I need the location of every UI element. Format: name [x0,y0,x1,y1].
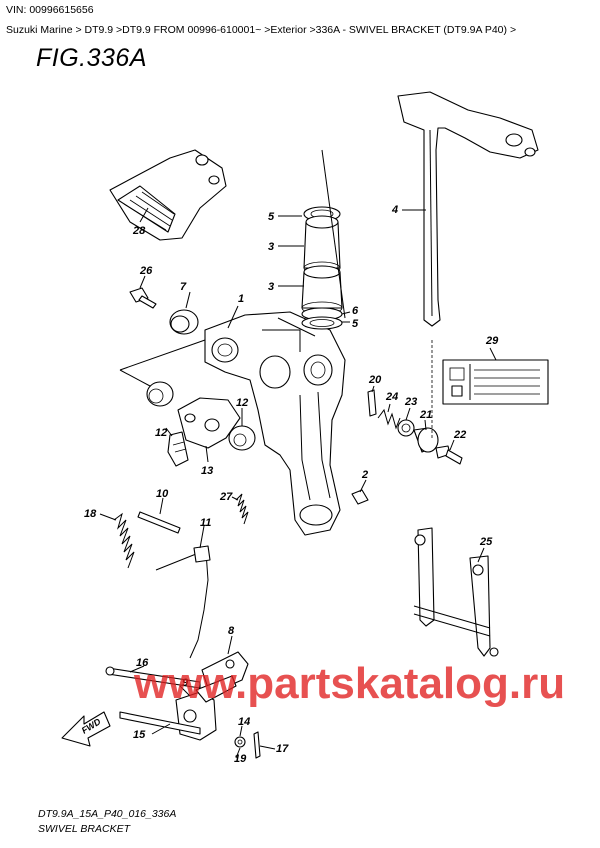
callout-15[interactable]: 15 [133,729,146,741]
part-13-plate[interactable] [177,397,241,449]
figure-caption: SWIVEL BRACKET [38,823,130,835]
callout-17[interactable]: 17 [276,743,289,755]
part-19-washer[interactable] [234,736,246,748]
part-10-pin[interactable] [137,511,181,534]
vin-label: VIN: 00996615656 [6,4,94,16]
callout-27[interactable]: 27 [219,491,233,503]
part-24-spring[interactable] [377,408,401,430]
part-3-lower-bushing[interactable] [301,265,343,315]
callout-5-lower[interactable]: 5 [352,318,359,330]
part-29-caution-label[interactable] [442,359,549,405]
fwd-arrow-icon: FWD [61,711,111,747]
callout-23[interactable]: 23 [404,396,417,408]
callout-13[interactable]: 13 [201,465,213,477]
breadcrumb[interactable]: Suzuki Marine > DT9.9 >DT9.9 FROM 00996-… [6,24,517,36]
part-11-tilt-rod[interactable] [155,545,211,659]
callout-12-left[interactable]: 12 [155,427,167,439]
callout-9[interactable]: 9 [182,677,189,689]
callout-7[interactable]: 7 [180,281,187,293]
part-1-swivel-bracket[interactable] [204,311,346,536]
callout-4[interactable]: 4 [391,204,398,216]
callout-2[interactable]: 2 [361,469,368,481]
callout-3-upper[interactable]: 3 [268,241,274,253]
part-23-washer[interactable] [397,419,415,437]
callout-6[interactable]: 6 [352,305,359,317]
callout-18[interactable]: 18 [84,508,97,520]
watermark: www.partskatalog.ru [133,659,565,708]
callout-1[interactable]: 1 [238,293,244,305]
callout-26[interactable]: 26 [139,265,153,277]
callout-29[interactable]: 29 [485,335,499,347]
callout-16[interactable]: 16 [136,657,149,669]
callout-3-lower[interactable]: 3 [268,281,274,293]
callout-19[interactable]: 19 [234,753,247,765]
part-18-spring[interactable] [113,512,135,569]
part-17-pin[interactable] [253,731,261,759]
callout-14[interactable]: 14 [238,716,250,728]
part-25-reverse-lock[interactable] [413,527,499,657]
leader-lines [99,149,497,759]
callout-24[interactable]: 24 [385,391,398,403]
callout-12-right[interactable]: 12 [236,397,248,409]
callout-22[interactable]: 22 [453,429,466,441]
part-12-bushing-right[interactable] [228,425,256,451]
callout-21[interactable]: 21 [419,409,432,421]
part-5-lower-washer[interactable] [301,316,343,330]
part-4-steering-shaft[interactable] [397,91,539,327]
part-3-upper-bushing[interactable] [303,215,341,275]
part-9-lever-arm[interactable] [195,675,237,703]
callout-8[interactable]: 8 [228,625,235,637]
callout-11[interactable]: 11 [200,517,211,529]
figure-title: FIG.336A [36,44,147,72]
part-21-knob[interactable] [413,427,439,453]
callout-labels: 28 26 7 1 5 3 3 6 5 4 29 20 24 23 21 22 … [84,204,499,765]
drawing-code: DT9.9A_15A_P40_016_336A [38,808,177,820]
part-15-rod[interactable] [119,711,201,735]
part-2-bolt[interactable] [351,489,369,505]
callout-28[interactable]: 28 [132,225,146,237]
callout-20[interactable]: 20 [368,374,382,386]
part-7-bushing[interactable] [169,309,199,335]
part-12-lever-left[interactable] [167,431,189,467]
callout-25[interactable]: 25 [479,536,493,548]
part-bushing-left[interactable] [146,381,174,407]
part-28-clamp-handle[interactable] [109,149,227,241]
callout-5-upper[interactable]: 5 [268,211,275,223]
callout-10[interactable]: 10 [156,488,169,500]
part-20-clip[interactable] [367,389,377,417]
part-26-bolt[interactable] [129,287,157,309]
part-27-spring[interactable] [235,493,249,525]
part-22-bolt[interactable] [435,445,463,465]
